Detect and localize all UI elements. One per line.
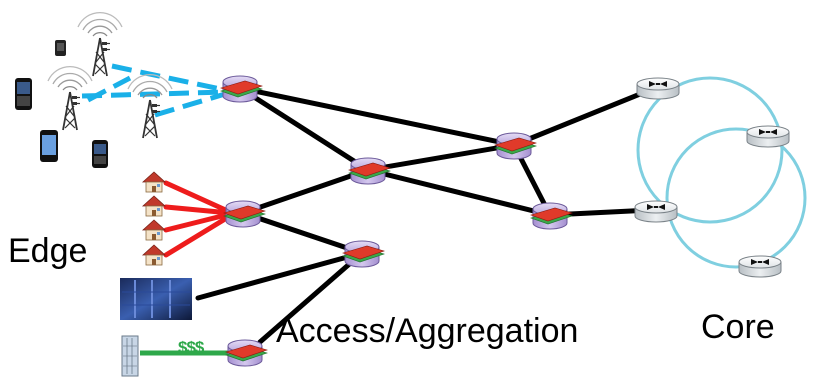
money-label: $$$	[178, 338, 204, 357]
access-aggregation-label: Access/Aggregation	[276, 312, 579, 350]
core-label: Core	[701, 308, 775, 346]
phone-icon	[15, 40, 108, 168]
core-ring	[636, 76, 807, 269]
home-links	[163, 180, 233, 258]
data-center-icon	[120, 278, 192, 320]
backbone-links	[195, 83, 663, 345]
home-icon	[142, 171, 166, 266]
wireless-links	[81, 63, 226, 118]
core-router-icon	[634, 77, 790, 278]
cell-tower-icon	[47, 11, 173, 139]
edge-label: Edge	[8, 232, 88, 270]
building-icon	[121, 335, 139, 377]
